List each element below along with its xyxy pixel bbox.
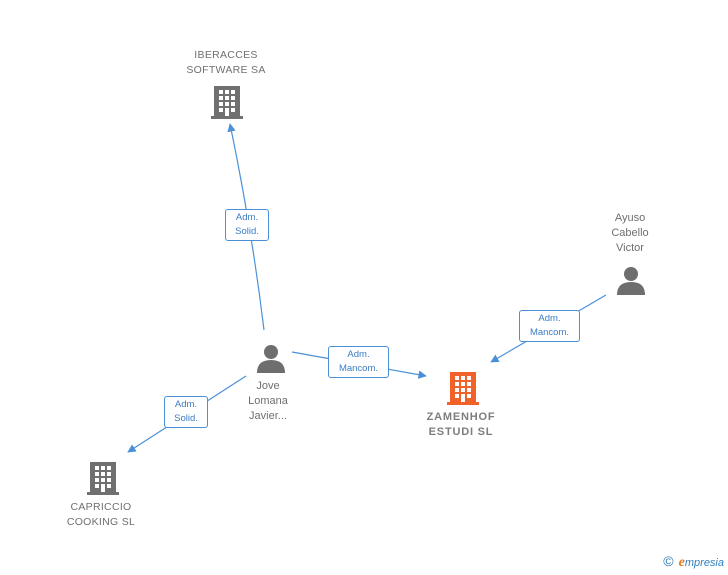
node-label: IBERACCES SOFTWARE SA <box>186 49 266 76</box>
node-zamenhof[interactable]: ZAMENHOF ESTUDI SL <box>400 410 522 440</box>
node-label: Jove Lomana Javier... <box>248 380 288 422</box>
relation-label-adm-mancom: Adm. Mancom. <box>328 346 389 378</box>
node-label: ZAMENHOF ESTUDI SL <box>426 411 496 438</box>
person-icon <box>257 345 285 373</box>
node-iberacces[interactable]: IBERACCES SOFTWARE SA <box>165 48 287 78</box>
node-label: CAPRICCIO COOKING SL <box>66 501 136 528</box>
node-ayuso[interactable]: Ayuso Cabello Victor <box>580 211 680 256</box>
building-icon-focus <box>447 372 479 405</box>
empresia-watermark: © empresia <box>663 553 724 571</box>
brand-logo-initial: e <box>678 555 685 570</box>
relation-label-adm-solid: Adm. Solid. <box>164 396 208 428</box>
building-icon <box>211 86 243 119</box>
node-capriccio[interactable]: CAPRICCIO COOKING SL <box>40 500 162 530</box>
copyright-symbol: © <box>663 553 674 569</box>
node-label: Ayuso Cabello Victor <box>611 212 649 254</box>
node-jove[interactable]: Jove Lomana Javier... <box>218 379 318 424</box>
building-icon <box>87 462 119 495</box>
relation-label-adm-mancom: Adm. Mancom. <box>519 310 580 342</box>
brand-logo-text: mpresia <box>684 557 724 569</box>
person-icon <box>617 267 645 295</box>
relation-label-adm-solid: Adm. Solid. <box>225 209 269 241</box>
